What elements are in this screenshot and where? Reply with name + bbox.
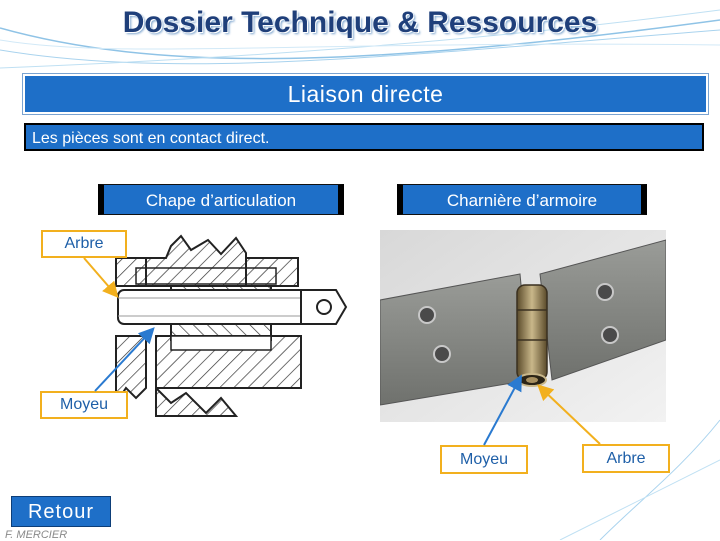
chape-articulation-drawing xyxy=(115,234,348,417)
label-moyeu-right: Moyeu xyxy=(440,445,528,474)
section-description: Les pièces sont en contact direct. xyxy=(24,123,704,151)
caption-charniere: Charnière d’armoire xyxy=(397,184,647,215)
author-credit: F. MERCIER xyxy=(5,529,68,541)
charniere-armoire-photo xyxy=(380,230,666,422)
label-arbre-right: Arbre xyxy=(582,444,670,473)
caption-chape: Chape d’articulation xyxy=(98,184,344,215)
section-banner: Liaison directe xyxy=(23,74,708,114)
label-arbre-left: Arbre xyxy=(41,230,127,258)
label-moyeu-left: Moyeu xyxy=(40,391,128,419)
page-title: Dossier Technique & Ressources xyxy=(122,6,598,39)
retour-button[interactable]: Retour xyxy=(11,496,111,527)
